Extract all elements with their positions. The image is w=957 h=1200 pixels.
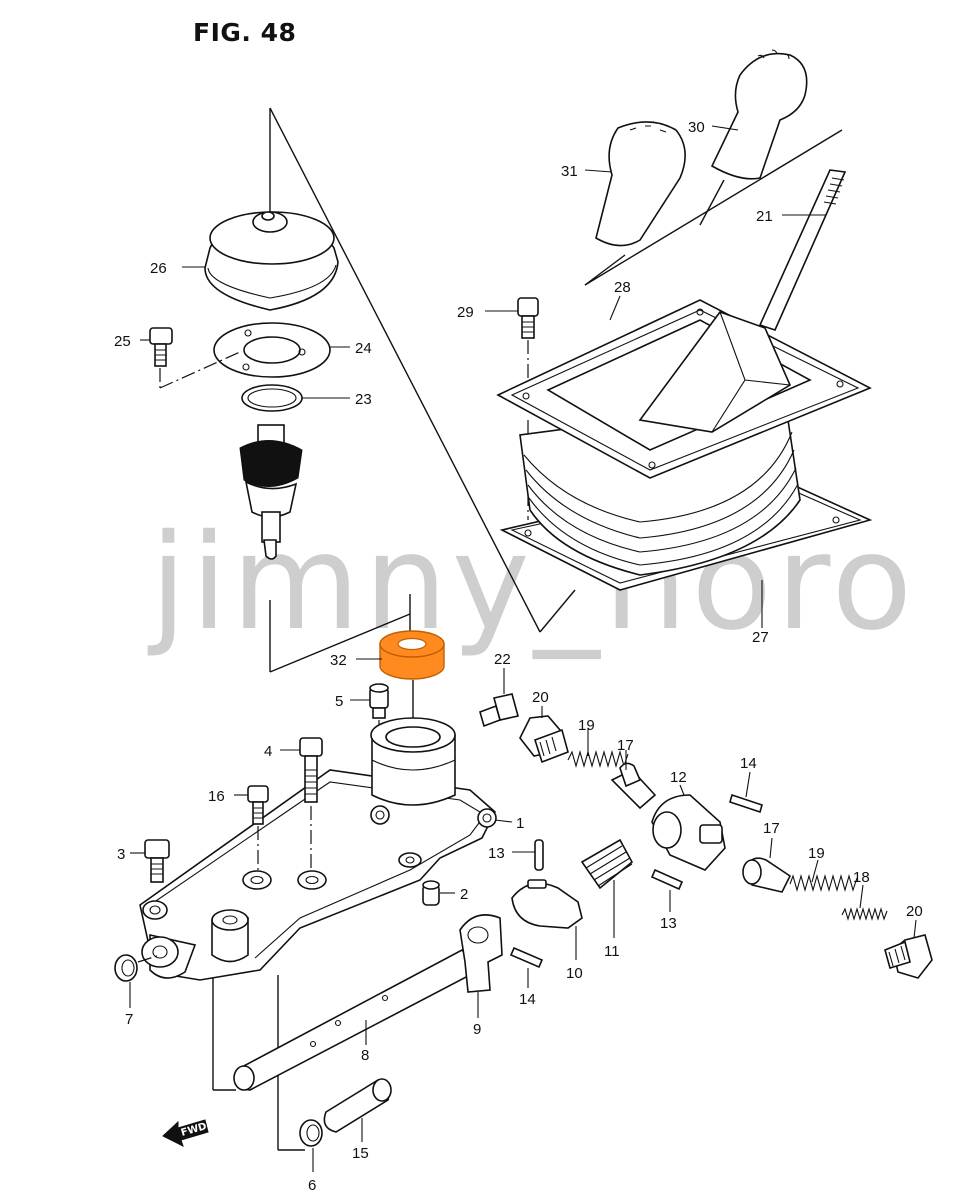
shift-knob-30 [710, 49, 808, 180]
callout-16: 16 [208, 788, 225, 805]
bolt-16 [247, 785, 269, 870]
callout-13b: 13 [660, 915, 677, 932]
figure-title: FIG. 48 [193, 18, 297, 47]
callout-11: 11 [604, 943, 620, 960]
callout-6: 6 [308, 1177, 316, 1194]
callout-18: 18 [853, 869, 870, 886]
pin-14-lower [509, 946, 544, 969]
callout-30: 30 [688, 119, 705, 136]
callout-22: 22 [494, 651, 511, 668]
callout-24: 24 [355, 340, 372, 357]
bolt-3 [144, 839, 170, 883]
callout-5: 5 [335, 693, 343, 710]
ring-7 [114, 954, 161, 982]
plunger-17-upper [610, 762, 657, 810]
shift-lever-21 [758, 169, 847, 331]
fwd-arrow-icon: FWD [162, 1119, 209, 1147]
callout-4: 4 [264, 743, 272, 760]
interlock-10 [511, 879, 583, 929]
callout-25: 25 [114, 333, 131, 350]
callout-13a: 13 [488, 845, 505, 862]
callout-10: 10 [566, 965, 583, 982]
callout-28: 28 [614, 279, 631, 296]
housing-1 [139, 717, 497, 981]
callout-26: 26 [150, 260, 167, 277]
ring-6 [299, 1119, 323, 1147]
shaft-8 [233, 948, 472, 1091]
pin-2 [422, 880, 440, 906]
callout-21: 21 [756, 208, 773, 225]
lever-lower-end [239, 424, 303, 560]
callout-9: 9 [473, 1021, 481, 1038]
spring-19-lower [789, 873, 858, 893]
spacer-32-highlighted [379, 630, 445, 680]
callout-17b: 17 [763, 820, 780, 837]
callout-20b: 20 [906, 903, 923, 920]
leader-lines [129, 125, 917, 1172]
bolt-25 [149, 327, 241, 389]
yoke-12 [651, 794, 726, 871]
callout-32: 32 [330, 652, 347, 669]
yoke-9 [459, 914, 503, 993]
callout-7: 7 [125, 1011, 133, 1028]
pin-15 [323, 1078, 392, 1133]
callout-19b: 19 [808, 845, 825, 862]
callout-31: 31 [561, 163, 578, 180]
callout-15: 15 [352, 1145, 369, 1162]
plug-20-lower [884, 934, 933, 979]
callout-labels: 26 25 24 23 30 31 21 29 28 27 32 5 22 20… [114, 119, 923, 1194]
callout-8: 8 [361, 1047, 369, 1064]
plug-20-upper [519, 715, 569, 764]
bolt-29 [517, 297, 539, 520]
callout-17a: 17 [617, 737, 634, 754]
callout-12: 12 [670, 769, 687, 786]
pin-14-upper [729, 793, 763, 814]
callout-29: 29 [457, 304, 474, 321]
callout-3: 3 [117, 846, 125, 863]
boot-26 [204, 211, 339, 311]
plunger-17-lower [742, 857, 792, 893]
spring-11 [580, 838, 634, 890]
ring-23 [241, 384, 303, 412]
pin-13-left [534, 839, 544, 871]
callout-1: 1 [516, 815, 524, 832]
spring-19-upper [567, 749, 629, 769]
shift-knob-31 [595, 121, 686, 247]
callout-14b: 14 [519, 991, 536, 1008]
callout-20a: 20 [532, 689, 549, 706]
callout-23: 23 [355, 391, 372, 408]
pin-13-right [650, 868, 684, 891]
boot-assembly-27-28 [496, 299, 873, 591]
bolt-4 [299, 737, 323, 870]
callout-19a: 19 [578, 717, 595, 734]
spring-18 [841, 907, 888, 921]
callout-14a: 14 [740, 755, 757, 772]
callout-2: 2 [460, 886, 468, 903]
callout-27: 27 [752, 629, 769, 646]
plate-24 [213, 322, 331, 378]
bolt-22 [479, 693, 519, 728]
